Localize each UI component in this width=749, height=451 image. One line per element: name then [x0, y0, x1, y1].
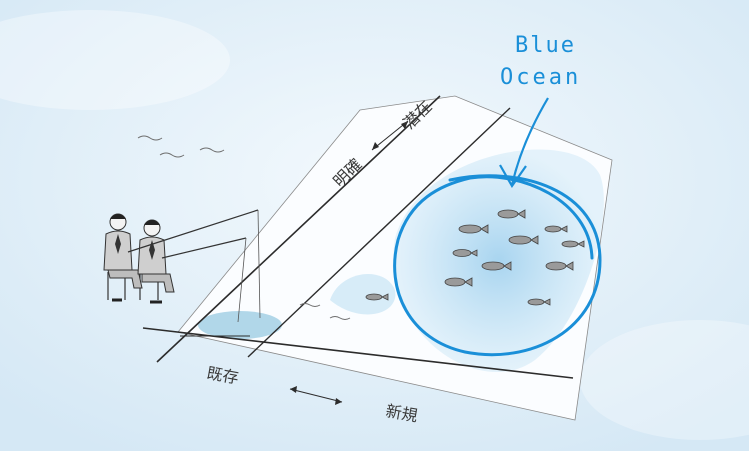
ocean-wash [393, 149, 604, 372]
cloud [580, 320, 749, 440]
fishing-line [237, 237, 247, 323]
fish-school [365, 209, 585, 306]
fishing-line [257, 209, 261, 319]
fishing-rod [127, 209, 259, 253]
existing-pond [198, 311, 282, 339]
diagonal-axis-line [156, 95, 441, 363]
fish [365, 293, 389, 301]
fish [452, 249, 478, 257]
businessman-left [103, 213, 143, 302]
fish [497, 209, 526, 219]
annotation-arrow [510, 97, 549, 186]
fish [561, 240, 585, 248]
fish [508, 235, 539, 245]
fish [458, 224, 489, 234]
arrowhead [372, 142, 379, 150]
arrowhead [335, 398, 342, 405]
fish [527, 298, 551, 306]
fishing-rod [161, 237, 247, 259]
fish [481, 261, 512, 271]
annotation-arrowhead [499, 164, 527, 189]
arrowhead [290, 386, 297, 393]
annotation-line1: Blue [515, 33, 576, 58]
diagonal-axis-line-2 [247, 107, 511, 358]
fish [545, 261, 574, 271]
fish [544, 225, 568, 233]
fish [444, 277, 473, 287]
ripples [137, 135, 351, 320]
arrowhead [401, 121, 408, 129]
cloud [0, 10, 230, 110]
explicit-latent-arrow [371, 120, 409, 151]
blue-ocean-circle [393, 174, 602, 357]
fishermen [103, 209, 261, 323]
existing-new-arrow [289, 388, 343, 403]
ocean-wash-small [330, 273, 396, 315]
annotation-line2: Ocean [500, 65, 581, 90]
